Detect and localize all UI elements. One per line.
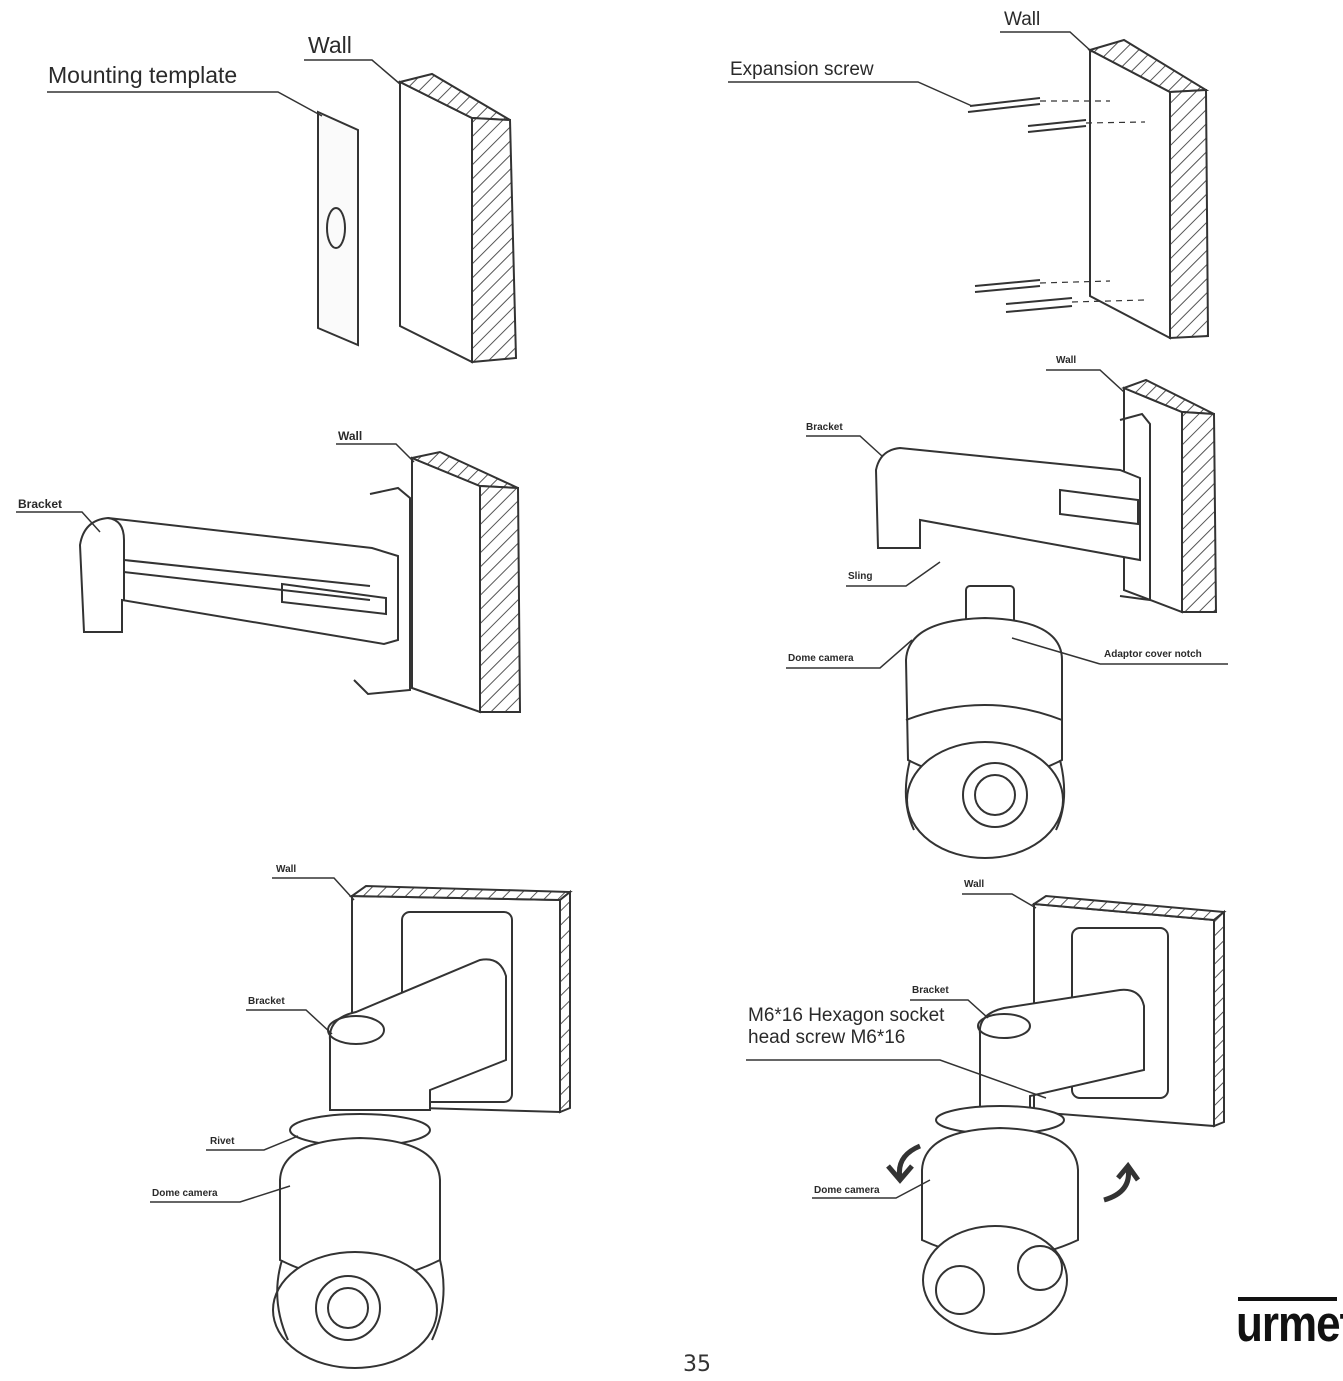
diagram-4-bracket-and-camera	[786, 369, 1228, 859]
label-wall-3: Wall	[338, 429, 363, 443]
leader-line-template	[47, 91, 323, 117]
page-number: 35	[683, 1352, 711, 1377]
leader-line-screw	[728, 81, 973, 107]
rotate-arrow-right-icon	[1103, 1161, 1141, 1203]
leader-line-notch	[1011, 637, 1228, 665]
mounting-template-plate	[317, 110, 359, 347]
label-wall-4: Wall	[1056, 355, 1077, 366]
wall-section	[397, 72, 518, 364]
leader-line-dome-5	[150, 1185, 291, 1203]
leader-line-wall-3	[336, 443, 415, 463]
label-sling: Sling	[848, 571, 873, 582]
diagram-1-template-and-wall	[47, 59, 518, 364]
label-dome-camera-4: Dome camera	[788, 653, 854, 664]
label-dome-camera-6: Dome camera	[814, 1185, 880, 1196]
label-bracket-6: Bracket	[912, 985, 949, 996]
leader-line-screw-6	[746, 1059, 1047, 1099]
leader-line-rivet	[206, 1135, 299, 1151]
label-hex-screw-line2: head screw M6*16	[748, 1027, 906, 1048]
label-bracket-5: Bracket	[248, 996, 285, 1007]
label-bracket-3: Bracket	[18, 497, 63, 511]
label-hex-screw-line1: M6*16 Hexagon socket	[748, 1005, 945, 1026]
expansion-screw	[967, 97, 1110, 113]
leader-line-bracket-4	[806, 435, 883, 457]
expansion-screw	[1005, 297, 1146, 313]
label-wall-5: Wall	[276, 864, 297, 875]
leader-line-dome-4	[786, 639, 913, 669]
label-bracket-4: Bracket	[806, 422, 843, 433]
diagram-6-lock-camera	[746, 893, 1227, 1335]
label-wall-2: Wall	[1004, 9, 1041, 30]
brand-logo: urmet	[1236, 1296, 1343, 1353]
leader-line-dome-6	[812, 1179, 931, 1199]
expansion-screw	[1027, 119, 1146, 133]
expansion-screw	[974, 279, 1111, 293]
wall-section	[408, 450, 522, 714]
leader-line-bracket-3	[16, 511, 101, 533]
leader-line-sling	[846, 561, 941, 587]
bracket-arm	[977, 988, 1145, 1113]
leader-line-bracket-6	[910, 999, 989, 1019]
dome-camera	[921, 1105, 1079, 1335]
leader-line-bracket-5	[246, 1009, 333, 1035]
bracket-arm	[874, 412, 1151, 602]
label-adaptor-cover-notch: Adaptor cover notch	[1104, 649, 1202, 660]
label-wall-1: Wall	[308, 32, 352, 58]
logo-overbar	[1238, 1297, 1337, 1301]
label-dome-camera-5: Dome camera	[152, 1188, 218, 1199]
leader-line-wall-5	[272, 877, 355, 901]
dome-camera	[904, 585, 1066, 859]
dome-camera	[272, 1113, 445, 1369]
bracket-arm	[78, 486, 411, 696]
leader-line-wall-6	[962, 893, 1037, 909]
leader-line-wall-2	[1000, 31, 1093, 53]
leader-line-wall-4	[1046, 369, 1125, 393]
diagram-2-expansion-screws	[728, 31, 1210, 340]
leader-line-wall-1	[304, 59, 401, 85]
label-mounting-template: Mounting template	[48, 62, 238, 88]
wall-section	[1087, 38, 1210, 340]
diagram-5-assembled-camera	[150, 877, 573, 1369]
rotate-arrow-left-icon	[886, 1143, 922, 1184]
diagram-3-bracket-on-wall	[16, 443, 522, 714]
label-wall-6: Wall	[964, 879, 985, 890]
label-rivet: Rivet	[210, 1136, 235, 1147]
label-expansion-screw: Expansion screw	[730, 59, 874, 80]
